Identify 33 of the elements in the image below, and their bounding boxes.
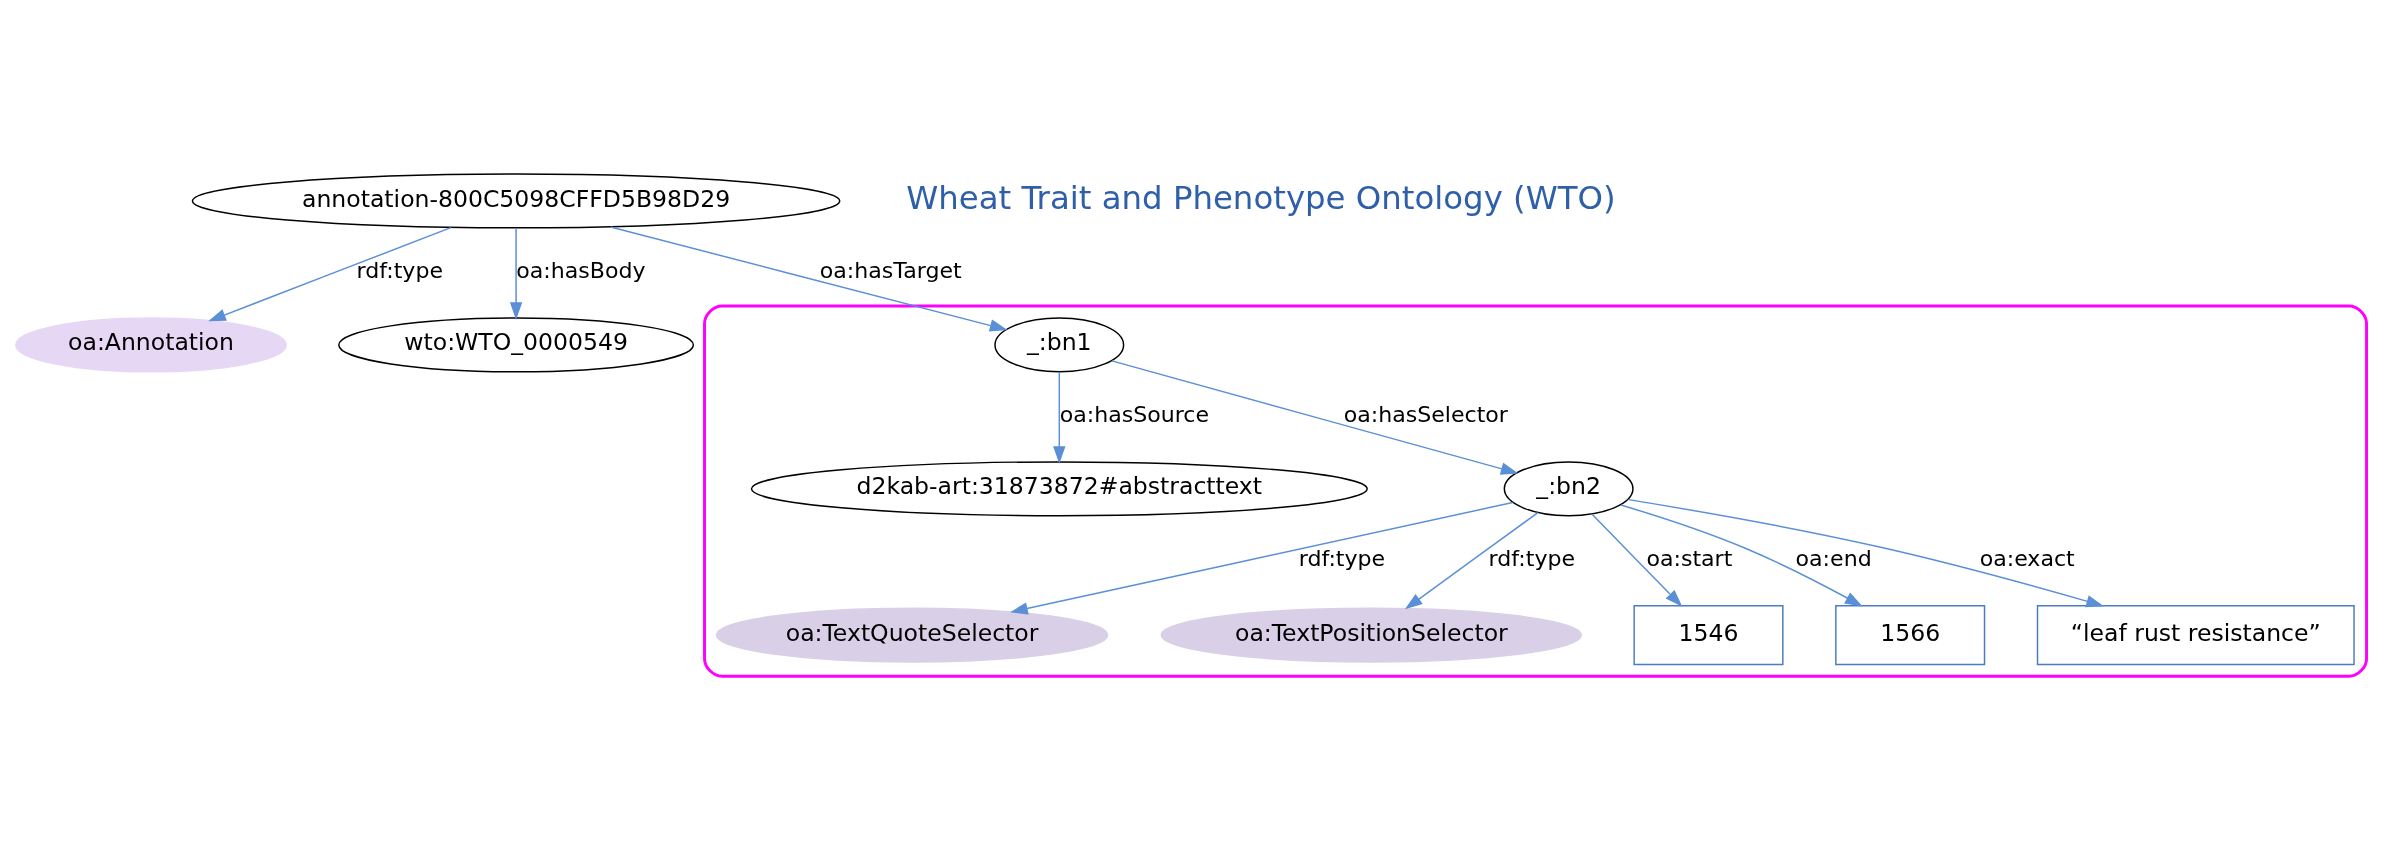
edge-label: oa:hasTarget <box>819 258 962 284</box>
edge-label: oa:hasSource <box>1059 402 1210 427</box>
arrow <box>1620 504 1863 607</box>
cluster <box>703 304 2368 678</box>
label: Wheat Trait and Phenotype Ontology (WTO) <box>906 179 1616 218</box>
edge-label: rdf:type <box>1298 545 1386 571</box>
arrow <box>1053 371 1066 464</box>
arrow <box>509 227 523 320</box>
edge-label: rdf:type <box>1488 545 1576 571</box>
node-ellipse: annotation-800C5098CFFD5B98D29 <box>191 173 841 229</box>
arrow <box>1627 498 2104 608</box>
node-box: 1546 <box>1633 604 1784 666</box>
edge-label: oa:hasBody <box>516 258 646 284</box>
node-ellipse: _:bn2 <box>1503 461 1634 517</box>
node-ellipse: _:bn1 <box>994 317 1125 373</box>
node-box: “leaf rust resistance” <box>2036 604 2355 666</box>
node-ellipse: wto:WTO_0000549 <box>338 317 695 373</box>
arrow <box>1010 501 1514 615</box>
node-ellipse: oa:TextPositionSelector <box>1160 607 1583 663</box>
edge-label: rdf:type <box>356 258 444 284</box>
arrow <box>1404 511 1539 610</box>
arrow <box>1591 513 1683 607</box>
arrow <box>610 226 1008 332</box>
edge-label: oa:hasSelector <box>1343 402 1508 427</box>
node-ellipse: oa:TextQuoteSelector <box>715 607 1109 663</box>
edge-label: oa:start <box>1646 545 1733 571</box>
node-ellipse: oa:Annotation <box>15 317 287 373</box>
edge-label: oa:end <box>1795 545 1872 571</box>
arrow <box>208 226 452 322</box>
node-box: 1566 <box>1835 604 1986 666</box>
edge-label: oa:exact <box>1979 545 2075 571</box>
node-ellipse: d2kab-art:31873872#abstracttext <box>750 461 1368 517</box>
arrow <box>1111 360 1519 475</box>
